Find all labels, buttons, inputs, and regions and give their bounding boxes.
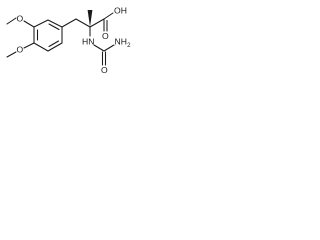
nh2-subscript: 2 xyxy=(127,42,131,49)
alpha-carboxyl-bond xyxy=(89,18,105,28)
ring-ch2-bond xyxy=(61,18,77,28)
ring-bond-5 xyxy=(33,42,49,52)
methoxy-top-group: O xyxy=(6,14,35,28)
methoxy-bottom-o-ch3-bond xyxy=(6,51,17,58)
ring-bond-4 xyxy=(47,42,63,52)
methoxy-bottom-ring-o-bond xyxy=(23,42,35,49)
carboxyl-c-oh-bond xyxy=(103,12,114,20)
carboxylic-acid-group: OH O xyxy=(102,6,127,42)
ring-inner-bond-2 xyxy=(48,40,60,48)
methoxy-bottom-group: O xyxy=(6,42,35,58)
ring-inner-bond-1 xyxy=(48,23,60,31)
methoxy-bottom-oxygen-label: O xyxy=(17,45,24,55)
ring-bond-1 xyxy=(33,19,49,28)
carboxyl-oxygen-label: O xyxy=(102,31,109,41)
ch2-alpha-carbon-bond xyxy=(75,18,91,28)
alpha-carbon-group xyxy=(87,10,105,37)
methoxy-top-ring-o-bond xyxy=(23,20,35,28)
urea-group: HN O NH2 xyxy=(82,37,131,76)
nh2-main-text: NH xyxy=(115,37,128,47)
hn-label: HN xyxy=(82,37,95,47)
urea-oxygen-label: O xyxy=(101,65,108,75)
chemical-structure-diagram: O O OH O HN O NH2 xyxy=(6,6,131,76)
methoxy-top-oxygen-label: O xyxy=(17,14,24,24)
side-chain xyxy=(61,18,91,28)
nh-urea-carbon-bond xyxy=(93,44,105,52)
ring-bond-2 xyxy=(47,19,63,28)
methyl-wedge-bond xyxy=(87,10,93,27)
urea-carbon-nh2-bond xyxy=(103,44,115,52)
nh2-label: NH2 xyxy=(115,37,132,50)
hydroxyl-label: OH xyxy=(114,6,127,16)
benzene-ring xyxy=(33,19,63,52)
methoxy-top-o-ch3-bond xyxy=(6,17,17,25)
